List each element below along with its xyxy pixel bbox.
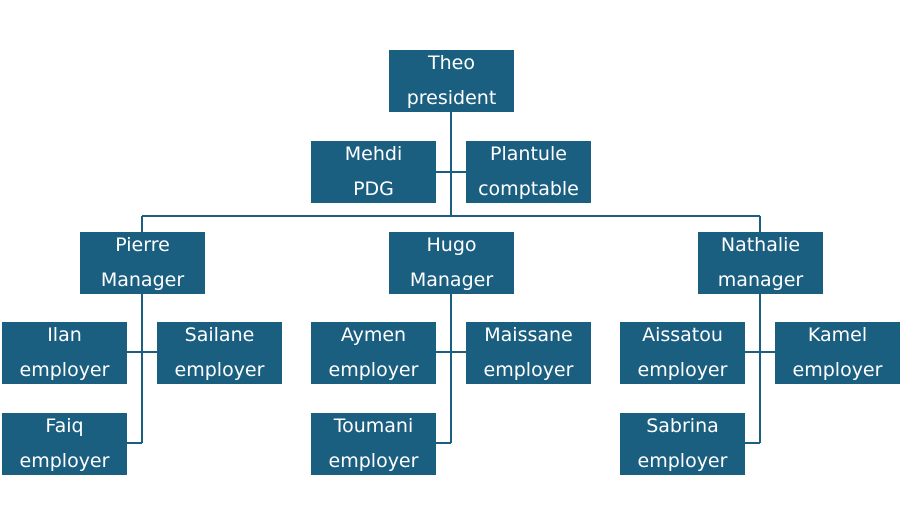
node-employee-sabrina[interactable]: Sabrina employer: [620, 413, 745, 475]
node-name: Faiq: [45, 415, 84, 437]
node-name: Aissatou: [642, 324, 723, 346]
node-name: Nathalie: [720, 234, 801, 256]
node-role: employer: [174, 359, 265, 381]
node-name: Pierre: [115, 234, 170, 256]
node-name: Sailane: [184, 324, 255, 346]
node-role: employer: [328, 359, 419, 381]
node-president[interactable]: Theo president: [389, 50, 514, 112]
node-employee-kamel[interactable]: Kamel employer: [775, 322, 900, 384]
node-role: employer: [637, 359, 728, 381]
node-employee-aymen[interactable]: Aymen employer: [311, 322, 436, 384]
node-employee-maissane[interactable]: Maissane employer: [466, 322, 591, 384]
node-name: Kamel: [807, 324, 868, 346]
node-role: employer: [792, 359, 883, 381]
node-name: Mehdi: [344, 143, 403, 165]
node-manager-nathalie[interactable]: Nathalie manager: [698, 232, 823, 294]
node-manager-hugo[interactable]: Hugo Manager: [389, 232, 514, 294]
node-role: comptable: [478, 178, 579, 200]
node-assistant-mehdi[interactable]: Mehdi PDG: [311, 141, 436, 203]
node-employee-aissatou[interactable]: Aissatou employer: [620, 322, 745, 384]
node-role: employer: [328, 450, 419, 472]
node-role: employer: [19, 450, 110, 472]
node-employee-faiq[interactable]: Faiq employer: [2, 413, 127, 475]
node-name: Toumani: [333, 415, 414, 437]
node-name: Aymen: [340, 324, 407, 346]
node-role: manager: [717, 269, 804, 291]
node-name: Ilan: [47, 324, 82, 346]
node-role: Manager: [100, 269, 185, 291]
node-employee-sailane[interactable]: Sailane employer: [157, 322, 282, 384]
node-name: Theo: [428, 52, 475, 74]
node-employee-toumani[interactable]: Toumani employer: [311, 413, 436, 475]
node-role: employer: [483, 359, 574, 381]
node-name: Maissane: [484, 324, 573, 346]
node-assistant-plantule[interactable]: Plantule comptable: [466, 141, 591, 203]
node-role: employer: [637, 450, 728, 472]
node-role: Manager: [409, 269, 494, 291]
node-role: PDG: [353, 178, 394, 200]
node-manager-pierre[interactable]: Pierre Manager: [80, 232, 205, 294]
node-name: Plantule: [490, 143, 567, 165]
node-name: Sabrina: [646, 415, 719, 437]
node-role: president: [406, 87, 497, 109]
node-employee-ilan[interactable]: Ilan employer: [2, 322, 127, 384]
node-role: employer: [19, 359, 110, 381]
node-name: Hugo: [426, 234, 477, 256]
